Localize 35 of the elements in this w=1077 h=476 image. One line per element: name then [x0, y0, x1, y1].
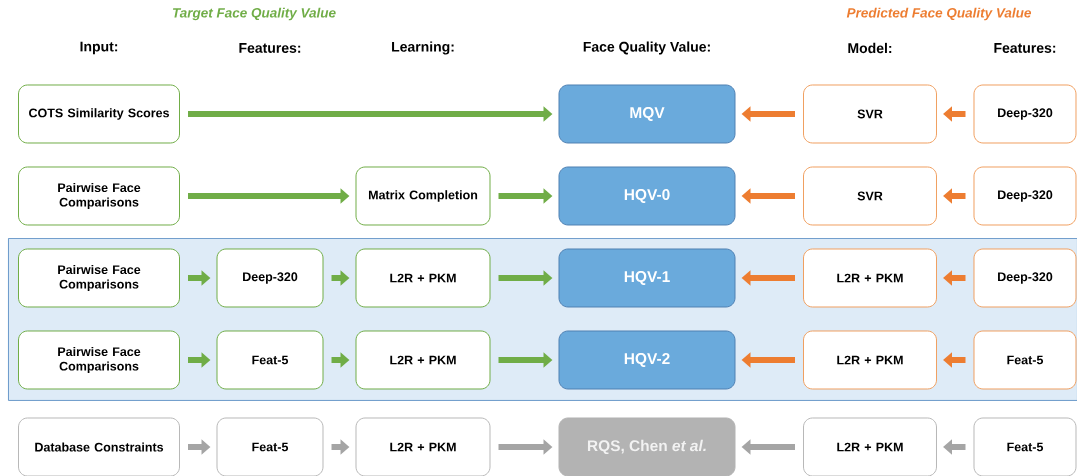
quality-value-box: HQV-2: [558, 330, 736, 390]
feature-box: Feat-5: [973, 330, 1077, 390]
model-box: L2R + PKM: [803, 248, 937, 308]
model-box: SVR: [803, 84, 937, 144]
section-title: Target Face Quality Value: [172, 7, 336, 21]
feature-box: Deep-320: [973, 166, 1077, 226]
column-header: Learning:: [392, 41, 454, 55]
input-box: Pairwise Face Comparisons: [18, 166, 180, 226]
column-header: Features:: [239, 43, 301, 53]
feature-box: Deep-320: [973, 84, 1077, 144]
input-box: Database Constraints: [18, 417, 180, 476]
column-header: Features:: [994, 43, 1056, 53]
feature-box: Feat-5: [216, 330, 324, 390]
quality-value-box: RQS, Chen et al.: [558, 417, 736, 476]
learning-box: L2R + PKM: [355, 248, 491, 308]
feature-box: Deep-320: [973, 248, 1077, 308]
learning-box: L2R + PKM: [355, 330, 491, 390]
input-box: Pairwise Face Comparisons: [18, 248, 180, 308]
quality-value-box: MQV: [558, 84, 736, 144]
learning-box: Matrix Completion: [355, 166, 491, 226]
column-header: Face Quality Value:: [583, 41, 710, 55]
input-box: COTS Similarity Scores: [18, 84, 180, 144]
column-header: Model:: [848, 42, 892, 54]
learning-box: L2R + PKM: [355, 417, 491, 476]
section-title: Predicted Face Quality Value: [846, 7, 1032, 21]
model-box: L2R + PKM: [803, 330, 937, 390]
model-box: L2R + PKM: [803, 417, 937, 476]
column-header: Input:: [80, 41, 118, 55]
feature-box: Deep-320: [216, 248, 324, 308]
quality-value-box: HQV-0: [558, 166, 736, 226]
model-box: SVR: [803, 166, 937, 226]
feature-box: Feat-5: [216, 417, 324, 476]
feature-box: Feat-5: [973, 417, 1077, 476]
quality-value-box: HQV-1: [558, 248, 736, 308]
input-box: Pairwise Face Comparisons: [18, 330, 180, 390]
